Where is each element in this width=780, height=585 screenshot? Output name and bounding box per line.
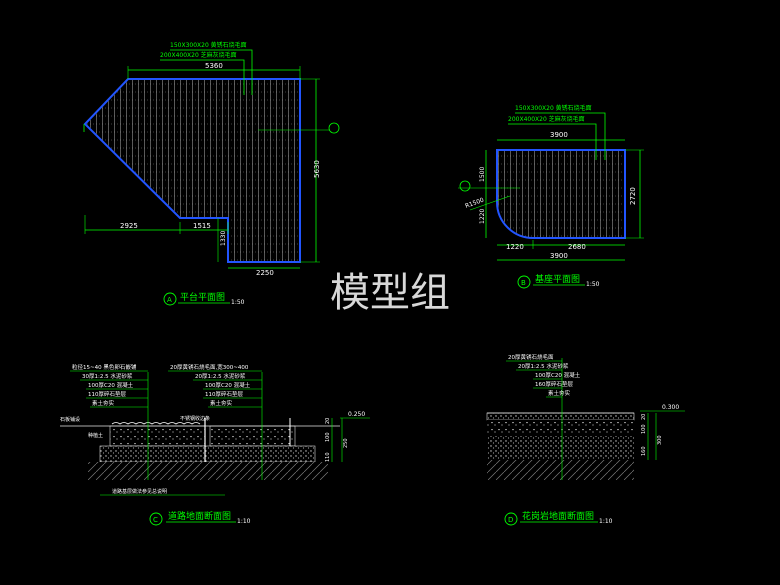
road-notes-right: 20厚黄锈石烧毛面,宽300~400 20厚1:2.5 水泥砂浆 100厚C20… bbox=[170, 363, 251, 407]
note-line: 素土夯实 bbox=[548, 389, 571, 397]
road-section: 粒径15~40 黑色卵石嵌铺 30厚1:2.5 水泥砂浆 100厚C20 混凝土… bbox=[60, 363, 370, 526]
base-hatch bbox=[496, 149, 626, 239]
note-line: 粒径15~40 黑色卵石嵌铺 bbox=[72, 363, 137, 371]
note-line: 100厚C20 混凝土 bbox=[205, 381, 251, 389]
drawing-number-icon bbox=[517, 275, 531, 289]
platform-dim-right: 5630 bbox=[313, 160, 321, 178]
road-dim: 250 bbox=[343, 438, 349, 448]
note-line: 110厚碎石垫层 bbox=[205, 390, 243, 398]
section-marker-icon bbox=[328, 122, 340, 134]
platform-hatch bbox=[83, 78, 301, 263]
platform-scale: 1:50 bbox=[231, 299, 245, 306]
watermark: 模型组 bbox=[330, 270, 450, 316]
drawing-number-icon bbox=[149, 512, 163, 526]
garden-title-number: D bbox=[508, 516, 513, 524]
garden-level: 0.300 bbox=[662, 404, 679, 411]
base-scale: 1:50 bbox=[586, 281, 600, 288]
base-dim-top: 3900 bbox=[550, 131, 568, 139]
garden-section: 20厚黄锈石烧毛面 20厚1:2.5 水泥砂浆 100厚C20 混凝土 160厚… bbox=[486, 353, 685, 526]
note-line: 160厚碎石垫层 bbox=[535, 380, 573, 388]
note-line: 100厚C20 混凝土 bbox=[535, 371, 581, 379]
note-line: 20厚黄锈石烧毛面,宽300~400 bbox=[170, 363, 249, 371]
platform-title-number: A bbox=[167, 296, 172, 304]
road-note-side: 不锈钢收边条 bbox=[180, 415, 210, 422]
garden-notes: 20厚黄锈石烧毛面 20厚1:2.5 水泥砂浆 100厚C20 混凝土 160厚… bbox=[508, 353, 581, 397]
platform-note-2: 200X400X20 芝麻灰烧毛面 bbox=[160, 51, 237, 59]
section-marker-icon bbox=[459, 180, 471, 192]
note-line: 20厚1:2.5 水泥砂浆 bbox=[195, 372, 246, 380]
platform-dim-step: 1330 bbox=[220, 231, 227, 246]
road-title-number: C bbox=[153, 516, 158, 524]
garden-dim: 20 bbox=[641, 414, 647, 420]
base-dim-bottom-b: 2680 bbox=[568, 243, 586, 251]
base-dim-right: 2720 bbox=[629, 187, 637, 205]
base-note-1: 150X300X20 黄锈石烧毛面 bbox=[515, 104, 592, 112]
note-line: 素土夯实 bbox=[92, 399, 115, 407]
base-dim-bottom-a: 1220 bbox=[506, 243, 524, 251]
note-line: 20厚黄锈石烧毛面 bbox=[508, 353, 554, 361]
garden-title: 花岗岩地面断面图 bbox=[522, 510, 594, 522]
note-line: 素土夯实 bbox=[210, 399, 233, 407]
road-dim: 100 bbox=[325, 432, 331, 442]
platform-dim-bottom: 2250 bbox=[256, 269, 274, 277]
note-line: 30厚1:2.5 水泥砂浆 bbox=[82, 372, 133, 380]
road-note-left-a: 石板铺设 bbox=[60, 416, 80, 423]
road-title: 道路地面断面图 bbox=[168, 510, 231, 522]
road-notes-left: 粒径15~40 黑色卵石嵌铺 30厚1:2.5 水泥砂浆 100厚C20 混凝土… bbox=[72, 363, 137, 407]
road-scale: 1:10 bbox=[237, 518, 251, 525]
garden-dim: 160 bbox=[641, 446, 647, 456]
base-dim-bottom-total: 3900 bbox=[550, 252, 568, 260]
base-dim-left-a: 1500 bbox=[479, 167, 486, 182]
garden-scale: 1:10 bbox=[599, 518, 613, 525]
road-note-bottom: 道路基层做法参见总说明 bbox=[112, 488, 167, 495]
note-line: 100厚C20 混凝土 bbox=[88, 381, 134, 389]
base-title: 基座平面图 bbox=[535, 273, 580, 285]
garden-dim: 100 bbox=[641, 424, 647, 434]
base-radius: R1500 bbox=[464, 197, 485, 210]
platform-note-1: 150X300X20 黄锈石烧毛面 bbox=[170, 41, 247, 49]
road-note-left-b: 种植土 bbox=[88, 432, 103, 439]
drawing-number-icon bbox=[504, 512, 518, 526]
platform-dim-bottom-mid: 1515 bbox=[193, 222, 211, 230]
platform-dim-top: 5360 bbox=[205, 62, 223, 70]
garden-dim: 300 bbox=[657, 435, 663, 445]
platform-dim-bottom-left: 2925 bbox=[120, 222, 138, 230]
base-title-number: B bbox=[521, 279, 526, 287]
platform-plan: 150X300X20 黄锈石烧毛面 200X400X20 芝麻灰烧毛面 5360… bbox=[83, 41, 340, 306]
base-note-2: 200X400X20 芝麻灰烧毛面 bbox=[508, 115, 585, 123]
base-plan: 150X300X20 黄锈石烧毛面 200X400X20 芝麻灰烧毛面 3900… bbox=[458, 104, 644, 289]
base-dim-left-b: 1220 bbox=[479, 209, 486, 224]
note-line: 110厚碎石垫层 bbox=[88, 390, 126, 398]
road-level: 0.250 bbox=[348, 411, 365, 418]
road-dim: 110 bbox=[325, 452, 331, 462]
platform-title: 平台平面图 bbox=[180, 291, 225, 303]
road-dim: 20 bbox=[325, 418, 331, 424]
drawing-number-icon bbox=[163, 292, 177, 306]
note-line: 20厚1:2.5 水泥砂浆 bbox=[518, 362, 569, 370]
